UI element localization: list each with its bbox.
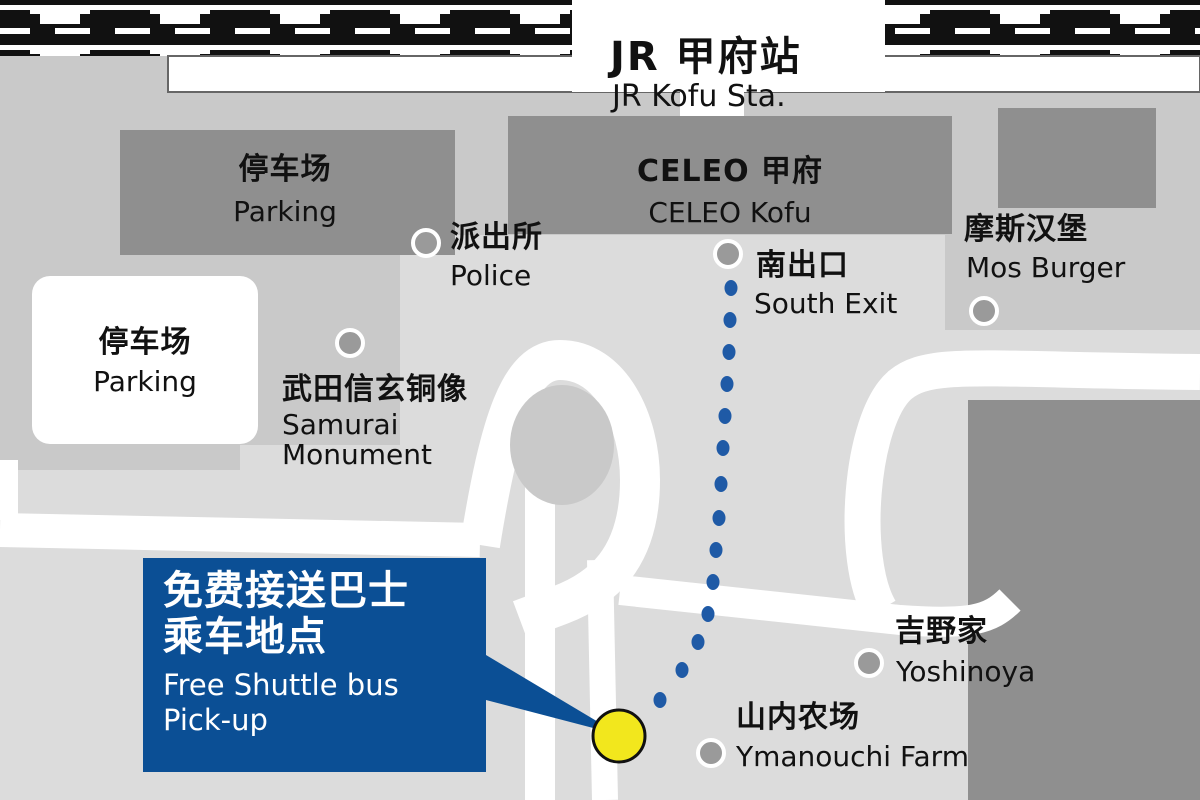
samurai-label-zh: 武田信玄铜像	[282, 372, 468, 407]
station-name-zh: JR 甲府站	[610, 34, 802, 80]
parking-left-label-zh: 停车场	[98, 325, 192, 360]
pickup-title-en-1: Free Shuttle bus	[163, 668, 399, 702]
mos-burger-label-zh: 摩斯汉堡	[964, 212, 1088, 247]
station-name-en: JR Kofu Sta.	[612, 79, 786, 114]
yoshinoya-label-en: Yoshinoya	[896, 655, 1036, 688]
pickup-callout: 免费接送巴士 乘车地点 Free Shuttle bus Pick-up	[143, 558, 486, 772]
parking-lot-left	[32, 276, 258, 444]
route-dot	[723, 312, 737, 328]
pickup-title-zh-2: 乘车地点	[163, 614, 327, 660]
samurai-label-en-1: Samurai	[282, 408, 399, 441]
pickup-point-icon	[591, 708, 647, 764]
pickup-title-en-2: Pick-up	[163, 703, 268, 737]
poi-marker-icon-mos-burger	[969, 296, 999, 326]
route-dot	[718, 408, 732, 424]
parking-left-label-en: Parking	[93, 365, 197, 398]
route-dot	[653, 692, 667, 708]
building-parking-top	[120, 130, 455, 255]
route-dot	[716, 440, 730, 456]
roads	[0, 340, 1200, 800]
police-label-en: Police	[450, 259, 532, 292]
poi-marker-icon-samurai	[335, 328, 365, 358]
building-top-right	[998, 108, 1156, 208]
south-exit-label-en: South Exit	[754, 287, 898, 320]
police-label-zh: 派出所	[450, 220, 543, 255]
route-dot	[709, 542, 723, 558]
route-dot	[714, 476, 728, 492]
celeo-label-zh: CELEO 甲府	[636, 154, 824, 189]
route-dot	[701, 606, 715, 622]
route-dot	[691, 634, 705, 650]
poi-marker-icon-farm	[696, 738, 726, 768]
route-dot	[712, 510, 726, 526]
route-dot	[706, 574, 720, 590]
celeo-label-en: CELEO Kofu	[648, 196, 812, 229]
parking-top-label-zh: 停车场	[238, 152, 332, 187]
route-dot	[720, 376, 734, 392]
poi-markers	[335, 228, 999, 768]
route-dot	[724, 280, 738, 296]
mos-burger-label-en: Mos Burger	[966, 251, 1126, 284]
samurai-label-en-2: Monument	[282, 438, 433, 471]
poi-marker-icon-police	[411, 228, 441, 258]
farm-label-en: Ymanouchi Farm	[736, 740, 969, 773]
farm-label-zh: 山内农场	[736, 700, 860, 735]
yoshinoya-label-zh: 吉野家	[895, 614, 988, 649]
south-exit-label-zh: 南出口	[756, 248, 849, 283]
railway-track-icon-right	[885, 0, 1200, 56]
parking-top-label-en: Parking	[233, 195, 337, 228]
route-dot	[675, 662, 689, 678]
walking-route-icon	[653, 280, 738, 708]
callout-pointer	[486, 655, 620, 735]
pickup-title-zh-1: 免费接送巴士	[163, 568, 409, 614]
poi-marker-icon-south-exit	[713, 239, 743, 269]
poi-marker-icon-yoshinoya	[854, 648, 884, 678]
railway-track-icon-left	[0, 0, 572, 56]
route-dot	[722, 344, 736, 360]
building-celeo	[508, 116, 952, 234]
